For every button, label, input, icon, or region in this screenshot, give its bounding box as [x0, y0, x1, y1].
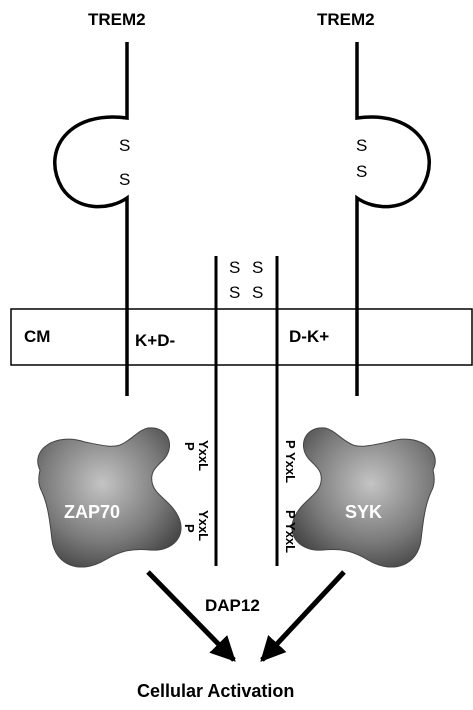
- cell-membrane: [10, 308, 473, 366]
- left-trem2-receptor: [53, 42, 129, 396]
- right-activation-arrow: [260, 570, 346, 662]
- left-activation-arrow: [146, 570, 236, 662]
- left-trem2-label: TREM2: [88, 10, 146, 29]
- dap12-s-1: S: [229, 258, 241, 277]
- left-charge-label: K+D-: [135, 331, 176, 350]
- syk-label: SYK: [345, 502, 383, 522]
- right-p-top: P: [283, 440, 298, 449]
- dap12-label: DAP12: [205, 596, 260, 615]
- syk-enzyme: [291, 427, 436, 568]
- zap70-enzyme: [37, 427, 182, 568]
- left-p-bottom: P: [182, 524, 197, 533]
- left-loop-s-bottom: S: [119, 170, 131, 189]
- membrane-label: CM: [24, 327, 51, 346]
- right-yxxl-bottom: YxxL: [283, 522, 298, 554]
- right-charge-label: D-K+: [289, 327, 330, 346]
- dap12-s-3: S: [229, 283, 241, 302]
- right-loop-s-top: S: [356, 136, 368, 155]
- zap70-label: ZAP70: [64, 502, 121, 522]
- right-p-bottom: P: [283, 510, 298, 519]
- dap12-s-2: S: [252, 258, 264, 277]
- left-yxxl-top: YxxL: [196, 440, 211, 472]
- left-p-top: P: [182, 442, 197, 451]
- right-trem2-label: TREM2: [317, 10, 375, 29]
- left-yxxl-bottom: YxxL: [196, 510, 211, 542]
- right-trem2-receptor: [355, 42, 431, 396]
- right-yxxl-top: YxxL: [283, 452, 298, 484]
- right-loop-s-bottom: S: [356, 162, 368, 181]
- cellular-activation-label: Cellular Activation: [137, 681, 295, 701]
- dap12-s-4: S: [252, 283, 264, 302]
- left-loop-s-top: S: [119, 136, 131, 155]
